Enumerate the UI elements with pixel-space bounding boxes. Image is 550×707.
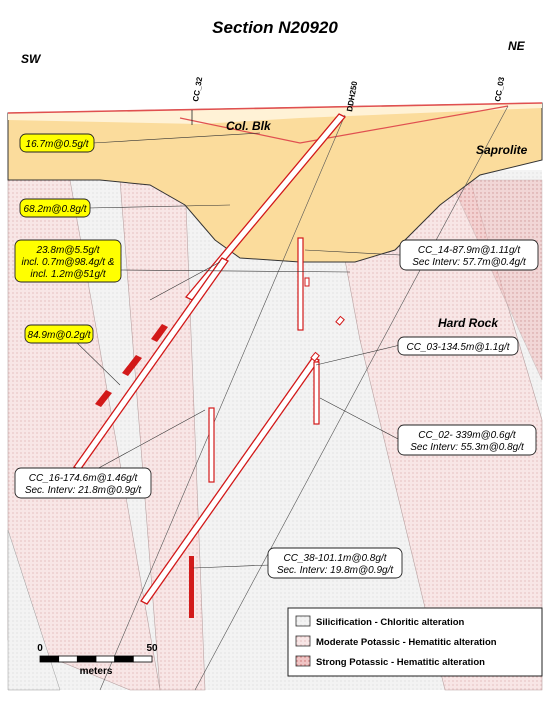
intercept-callout: CC_03-134.5m@1.1g/t bbox=[397, 336, 519, 356]
callout-text: 16.7m@0.5g/t bbox=[26, 139, 90, 150]
legend-frame bbox=[287, 607, 543, 677]
callout-box bbox=[267, 547, 403, 579]
section-title: Section N20920 bbox=[212, 18, 338, 37]
callout-text: 68.2m@0.8g/t bbox=[24, 204, 88, 215]
callout-box bbox=[19, 198, 91, 218]
callout-box bbox=[14, 239, 122, 283]
callout-box bbox=[399, 239, 539, 271]
unit-label-col-blk: Col. Blk bbox=[226, 119, 272, 133]
legend-label: Moderate Potassic - Hematitic alteration bbox=[316, 637, 497, 648]
legend-label: Strong Potassic - Hematitic alteration bbox=[316, 657, 485, 668]
scale-bar: 0 50 meters bbox=[37, 643, 158, 677]
callout-text: Sec Interv: 55.3m@0.8g/t bbox=[410, 442, 525, 453]
high-grade-segment bbox=[95, 390, 112, 407]
callout-text: incl. 0.7m@98.4g/t & bbox=[22, 257, 115, 268]
strong-potassic-band bbox=[449, 179, 543, 381]
col-blk-layer bbox=[8, 103, 542, 124]
callout-text: 23.8m@5.5g/t bbox=[36, 245, 101, 256]
callout-text: Sec. Interv: 19.8m@0.9g/t bbox=[277, 565, 395, 576]
callout-text: CC_16-174.6m@1.46g/t bbox=[29, 473, 139, 484]
drillhole-cc03 bbox=[194, 105, 509, 691]
high-grade-segment bbox=[122, 355, 142, 376]
callout-box bbox=[397, 336, 519, 356]
unit-label-saprolite: Saprolite bbox=[476, 143, 528, 157]
callout-text: incl. 1.2m@51g/t bbox=[30, 269, 106, 280]
orientation-sw: SW bbox=[21, 52, 42, 66]
orientation-ne: NE bbox=[508, 39, 526, 53]
intercept-callout: 68.2m@0.8g/t bbox=[19, 198, 91, 218]
scale-segment bbox=[132, 655, 153, 663]
high-grade-segment bbox=[151, 324, 168, 342]
callout-text: CC_02- 339m@0.6g/t bbox=[418, 430, 517, 441]
scale-segment bbox=[95, 655, 116, 663]
scale-start: 0 bbox=[37, 643, 43, 654]
unit-label-hard-rock: Hard Rock bbox=[438, 316, 499, 330]
callout-text: CC_38-101.1m@0.8g/t bbox=[284, 553, 388, 564]
legend-swatch bbox=[295, 655, 311, 667]
topography-line bbox=[7, 102, 543, 114]
drillhole-cc14-trace bbox=[297, 237, 304, 331]
leader-lines bbox=[67, 132, 401, 569]
scale-segment bbox=[114, 655, 134, 663]
drill-marker bbox=[335, 315, 345, 326]
callout-box bbox=[397, 424, 537, 456]
callout-box bbox=[14, 467, 152, 499]
legend-label: Silicification - Chloritic alteration bbox=[316, 617, 465, 628]
silicification-zone bbox=[7, 529, 61, 691]
legend-swatch bbox=[295, 615, 311, 627]
intercept-callout: 16.7m@0.5g/t bbox=[19, 133, 95, 153]
callout-text: Sec. Interv: 21.8m@0.9g/t bbox=[25, 485, 143, 496]
drillhole-cc16b-trace bbox=[208, 407, 215, 483]
callout-text: Sec Interv: 57.7m@0.4g/t bbox=[412, 257, 527, 268]
legend-swatch bbox=[295, 635, 311, 647]
drill-marker bbox=[304, 277, 310, 287]
drillhole-label: CC_32 bbox=[191, 76, 204, 103]
callout-text: CC_14-87.9m@1.11g/t bbox=[418, 245, 521, 256]
drillhole-cc02-trace bbox=[313, 361, 320, 425]
col-blk-boundary bbox=[179, 105, 509, 144]
drill-marker bbox=[310, 351, 320, 362]
scale-segment bbox=[39, 655, 60, 663]
legend: Silicification - Chloritic alterationMod… bbox=[287, 607, 543, 677]
scale-end: 50 bbox=[146, 643, 158, 654]
callout-text: CC_03-134.5m@1.1g/t bbox=[407, 342, 511, 353]
scale-segment bbox=[58, 655, 78, 663]
scale-segment bbox=[76, 655, 97, 663]
intercept-callout: 84.9m@0.2g/t bbox=[24, 324, 94, 344]
callout-box bbox=[19, 133, 95, 153]
drillhole-cc38-trace bbox=[189, 556, 194, 618]
drillhole-cc16 bbox=[99, 114, 346, 691]
scale-unit: meters bbox=[80, 666, 113, 677]
callout-text: 84.9m@0.2g/t bbox=[28, 330, 92, 341]
callout-box bbox=[24, 324, 94, 344]
drillhole-label: CC_03 bbox=[493, 76, 506, 103]
